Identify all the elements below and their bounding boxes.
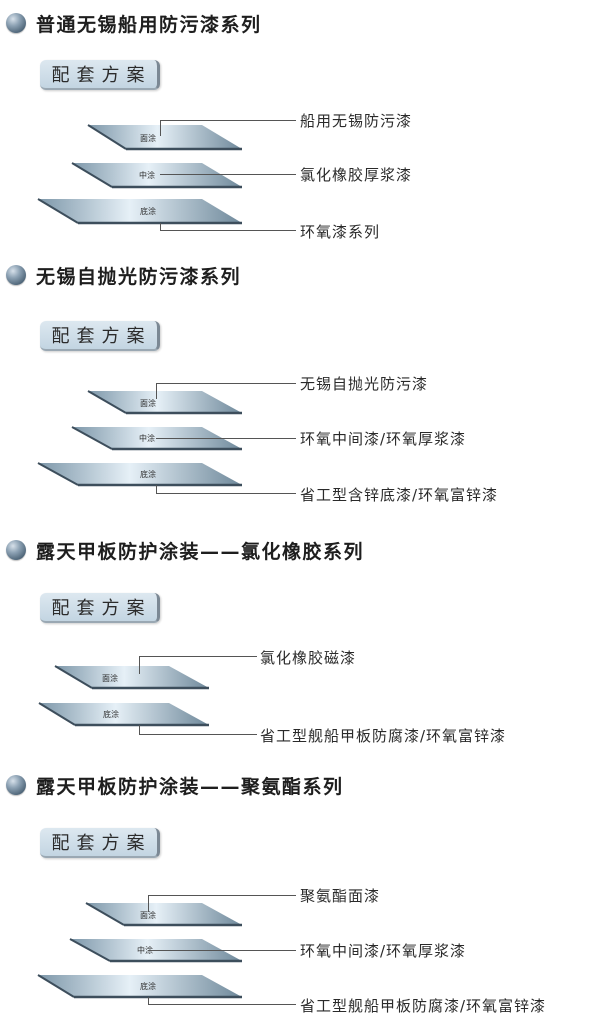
plate-base-coat: 底涂 [37,974,242,1001]
section-4-heading: 露天甲板防护涂装——聚氨酯系列 [6,772,344,798]
plate-top-coat: 面涂 [87,124,242,151]
scheme-button[interactable]: 配套方案 [40,828,160,858]
connector-line [139,725,257,735]
plate-base-coat: 底涂 [37,198,242,225]
connector-line [139,656,257,674]
section-title: 露天甲板防护涂装——氯化橡胶系列 [36,540,365,563]
connector-line [156,438,296,439]
plate-label: 底涂 [140,982,156,991]
connector-line [148,895,296,912]
layer-product-text: 无锡自抛光防污漆 [300,375,429,393]
layer-product-text: 省工型含锌底漆/环氧富锌漆 [300,486,499,504]
plate-middle-coat: 中涂 [71,162,242,189]
connector-line [148,997,296,1005]
section-1-heading: 普通无锡船用防污漆系列 [6,10,262,36]
layer-product-text: 氯化橡胶厚浆漆 [300,166,413,184]
layer-product-text: 环氧漆系列 [300,223,381,241]
sphere-bullet-icon [6,775,26,795]
scheme-button[interactable]: 配套方案 [40,60,160,90]
sphere-bullet-icon [6,540,26,560]
plate-top-coat: 面涂 [54,665,209,692]
connector-line [148,950,296,951]
connector-line [156,485,296,494]
layer-product-text: 氯化橡胶磁漆 [260,649,357,667]
plate-label: 面涂 [140,399,156,408]
plate-label: 面涂 [102,674,118,683]
sphere-bullet-icon [6,265,26,285]
layer-product-text: 船用无锡防污漆 [300,112,413,130]
layer-product-text: 省工型舰船甲板防腐漆/环氧富锌漆 [300,997,547,1015]
section-title: 无锡自抛光防污漆系列 [36,265,242,288]
plate-label: 中涂 [137,946,153,955]
plate-label: 面涂 [140,134,156,143]
connector-line [160,120,296,136]
plate-label: 底涂 [140,470,156,479]
plate-middle-coat: 中涂 [69,938,242,965]
section-title: 普通无锡船用防污漆系列 [36,13,262,36]
plate-top-coat: 面涂 [87,390,242,417]
plate-label: 面涂 [140,911,156,920]
layer-product-text: 环氧中间漆/环氧厚浆漆 [300,942,467,960]
scheme-button[interactable]: 配套方案 [40,593,160,623]
layer-product-text: 聚氨酯面漆 [300,887,381,905]
sphere-bullet-icon [6,13,26,33]
layer-product-text: 环氧中间漆/环氧厚浆漆 [300,430,467,448]
section-title: 露天甲板防护涂装——聚氨酯系列 [36,775,344,798]
plate-middle-coat: 中涂 [71,426,242,453]
plate-base-coat: 底涂 [37,462,242,489]
connector-line [160,223,296,231]
plate-label: 中涂 [139,171,155,180]
connector-line [156,383,296,399]
plate-label: 底涂 [140,207,156,216]
plate-label: 底涂 [103,710,119,719]
section-3-heading: 露天甲板防护涂装——氯化橡胶系列 [6,537,364,563]
plate-top-coat: 面涂 [85,902,242,929]
scheme-button[interactable]: 配套方案 [40,321,160,351]
connector-line [160,174,296,175]
layer-product-text: 省工型舰船甲板防腐漆/环氧富锌漆 [260,727,507,745]
plate-base-coat: 底涂 [38,702,209,729]
section-2-heading: 无锡自抛光防污漆系列 [6,262,241,288]
plate-label: 中涂 [139,434,155,443]
